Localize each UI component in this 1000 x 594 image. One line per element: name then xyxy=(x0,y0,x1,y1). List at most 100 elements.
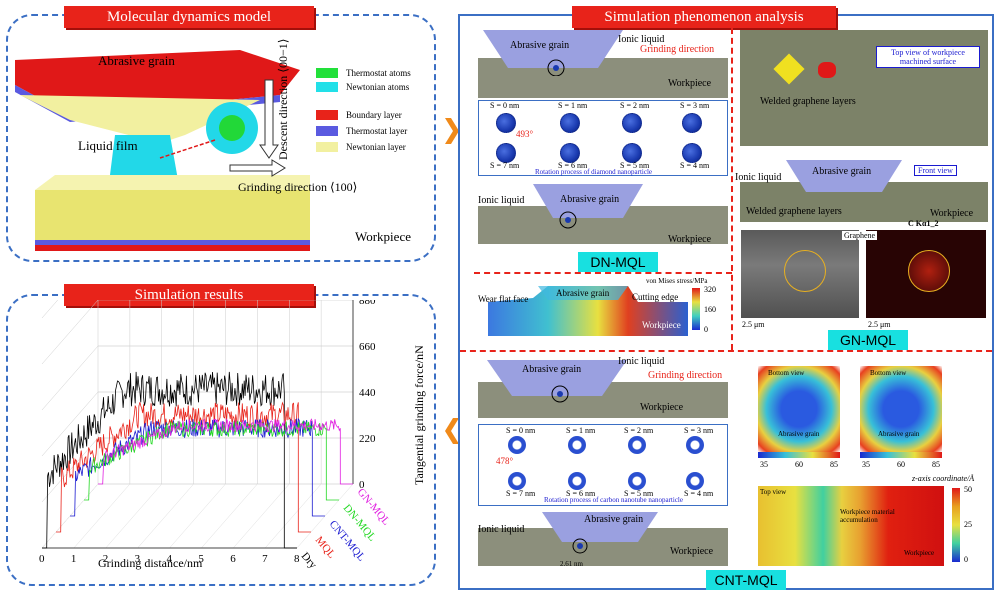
cnt-distance: 2.61 nm xyxy=(560,560,583,568)
stress-abrasive: Abrasive grain xyxy=(556,288,610,298)
gn-welded-1: Welded graphene layers xyxy=(760,96,856,107)
cnt-caption: Rotation process of carbon nanotube nano… xyxy=(544,496,683,504)
stress-workpiece: Workpiece xyxy=(642,320,681,330)
cb2-tick: 85 xyxy=(932,460,940,469)
cnt-bottom-map-1 xyxy=(758,366,840,452)
cnt-colorbar-3 xyxy=(952,488,960,562)
gn-abrasive-label: Abrasive grain xyxy=(812,166,872,177)
x-tick-label: 4 xyxy=(167,553,173,565)
x-tick-label: 7 xyxy=(262,553,268,565)
dn-particle xyxy=(560,143,580,163)
y-tick-label: 220 xyxy=(359,433,376,445)
cnt-step-3: S = 3 nm xyxy=(684,426,714,435)
cnt-top-view-label: Top view xyxy=(760,488,787,496)
dn-step-6: S = 6 nm xyxy=(558,161,588,170)
cnt-step-0: S = 0 nm xyxy=(506,426,536,435)
dn-particle xyxy=(622,113,642,133)
cnt-abr-1: Abrasive grain xyxy=(778,430,820,438)
md-legend: Thermostat atoms Newtonian atoms Boundar… xyxy=(316,68,411,152)
dn-angle: 493° xyxy=(516,129,534,139)
gn-red-cluster xyxy=(818,62,836,78)
cnt-particle xyxy=(508,436,526,454)
cnt-abrasive-bottom xyxy=(542,512,658,554)
cb1-tick: 85 xyxy=(830,460,838,469)
cnt-particle xyxy=(686,436,704,454)
cnt-workpiece-label-2: Workpiece xyxy=(670,546,714,557)
stress-map xyxy=(488,286,688,336)
dn-grinding-direction: Grinding direction xyxy=(640,44,715,55)
cb3-tick: 0 xyxy=(964,555,968,564)
cb3-tick: 50 xyxy=(964,485,972,494)
y-tick-label: 440 xyxy=(359,387,376,399)
dn-step-4: S = 4 nm xyxy=(680,161,710,170)
cnt-bottom-map-2 xyxy=(860,366,942,452)
chart-xlabel: Grinding distance/nm xyxy=(98,556,203,570)
y-tick-label: 880 xyxy=(359,300,376,307)
cnt-step-4: S = 4 nm xyxy=(684,489,714,498)
divider-vertical xyxy=(731,28,733,350)
cnt-step-7: S = 7 nm xyxy=(506,489,536,498)
dn-particle xyxy=(496,143,516,163)
dn-particle xyxy=(682,143,702,163)
legend-swatch xyxy=(316,126,338,136)
cnt-step-6: S = 6 nm xyxy=(566,489,596,498)
gn-welded-2: Welded graphene layers xyxy=(746,206,842,217)
dn-abrasive-label-2: Abrasive grain xyxy=(560,194,620,205)
cnt-step-1: S = 1 nm xyxy=(566,426,596,435)
x-tick-label: 0 xyxy=(39,553,45,565)
grinding-direction-label: Grinding direction ⟨100⟩ xyxy=(238,180,358,194)
x-tick-label: 2 xyxy=(103,553,109,565)
gn-graphene-circle xyxy=(784,250,826,292)
legend-swatch xyxy=(316,142,338,152)
dn-particle xyxy=(496,113,516,133)
stress-tick: 160 xyxy=(704,305,716,314)
stress-tick: 320 xyxy=(704,285,716,294)
gn-scale-1: 2.5 μm xyxy=(742,320,765,329)
cnt-particle xyxy=(508,472,526,490)
cnt-cb-label: z-axis coordinate/Å xyxy=(912,474,975,483)
cnt-grinding-direction: Grinding direction xyxy=(648,370,723,381)
gn-top-view-label: Top view of workpiece machined surface xyxy=(876,46,980,68)
dn-abrasive-top xyxy=(483,30,623,76)
dn-mql-label: DN-MQL xyxy=(578,252,658,272)
cnt-colorbar-1 xyxy=(758,452,840,458)
cb3-tick: 25 xyxy=(964,520,972,529)
legend-swatch xyxy=(316,110,338,120)
cnt-abrasive-label: Abrasive grain xyxy=(522,364,582,375)
gn-mql-label: GN-MQL xyxy=(828,330,908,350)
series-line-gn-mql xyxy=(98,418,353,485)
cb1-tick: 35 xyxy=(760,460,768,469)
dn-particle xyxy=(682,113,702,133)
chevron-right-icon xyxy=(445,118,459,144)
gn-eds-circle xyxy=(908,250,950,292)
stress-scale-title: von Mises stress/MPa xyxy=(646,277,708,285)
gn-front-view-label: Front view xyxy=(914,165,957,176)
legend-label: Boundary layer xyxy=(346,110,402,120)
md-abrasive-grain-label: Abrasive grain xyxy=(98,53,175,68)
cnt-ionic-label: Ionic liquid xyxy=(618,356,665,367)
cnt-workpiece-label-3: Workpiece xyxy=(904,549,935,557)
y-tick-label: 660 xyxy=(359,341,376,353)
md-liquid-film-label: Liquid film xyxy=(78,138,138,153)
md-model-title: Molecular dynamics model xyxy=(64,6,314,28)
cb2-tick: 35 xyxy=(862,460,870,469)
results-title: Simulation results xyxy=(64,284,314,306)
md-model-illustration xyxy=(15,50,310,251)
stress-wear-flat: Wear flat face xyxy=(478,294,529,304)
cnt-bottom-view-1: Bottom view xyxy=(768,369,805,377)
cnt-step-5: S = 5 nm xyxy=(624,489,654,498)
dn-abrasive-label: Abrasive grain xyxy=(510,40,570,51)
series-label: Dry xyxy=(299,550,320,571)
legend-label: Thermostat layer xyxy=(346,126,408,136)
cnt-particle xyxy=(628,436,646,454)
force-chart: 11008806604402200012345678DryMQLCNT-MQLD… xyxy=(39,300,392,571)
cnt-step-2: S = 2 nm xyxy=(624,426,654,435)
dn-rotation-box xyxy=(478,100,728,176)
cb2-tick: 60 xyxy=(897,460,905,469)
cnt-colorbar-2 xyxy=(860,452,942,458)
y-tick-label: 0 xyxy=(359,479,365,491)
chart-ylabel: Tangential grinding force/nN xyxy=(412,345,426,485)
dn-ionic-label: Ionic liquid xyxy=(618,34,665,45)
chevron-left-icon xyxy=(445,418,459,444)
series-line-cnt-mql xyxy=(70,417,325,517)
